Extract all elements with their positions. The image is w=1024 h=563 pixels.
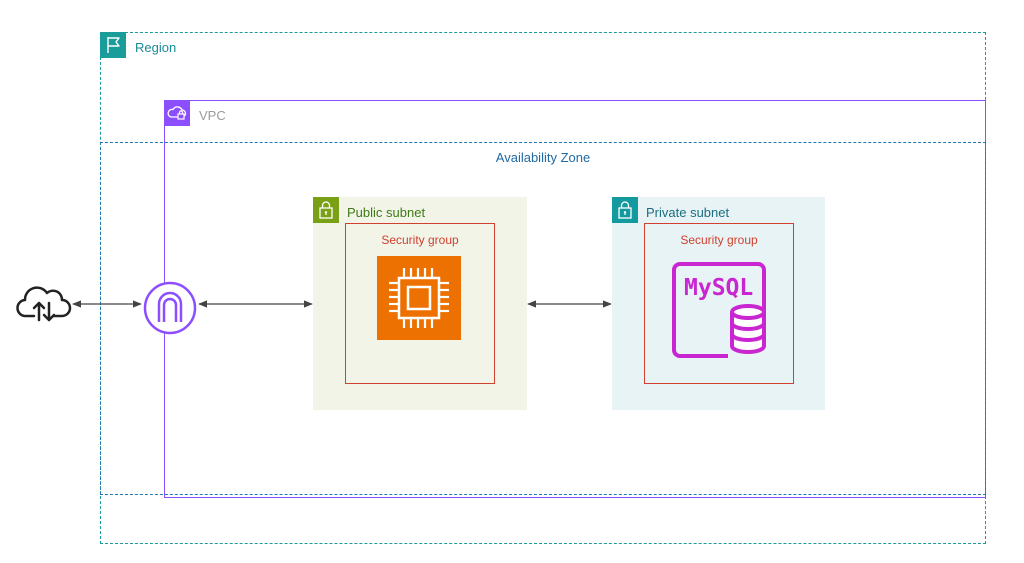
private-subnet	[612, 197, 825, 410]
availability-zone-label: Availability Zone	[495, 150, 591, 165]
cloud-upload-download-icon	[16, 282, 72, 326]
public-security-group	[345, 223, 495, 384]
flag-icon	[100, 32, 126, 58]
lock-icon	[313, 197, 339, 223]
mysql-database-icon: MySQL	[670, 260, 770, 360]
ec2-chip-icon	[377, 256, 461, 340]
public-subnet-label: Public subnet	[347, 205, 426, 220]
availability-zone-boundary	[100, 142, 986, 495]
private-security-group-label: Security group	[680, 233, 758, 247]
private-security-group	[644, 223, 794, 384]
internet-gateway-icon	[142, 280, 198, 336]
mysql-text: MySQL	[684, 275, 753, 301]
public-security-group-label: Security group	[381, 233, 459, 247]
vpc-label: VPC	[199, 108, 226, 123]
region-label: Region	[135, 40, 177, 55]
private-subnet-label: Private subnet	[646, 205, 730, 220]
lock-icon	[612, 197, 638, 223]
cloud-lock-icon	[164, 100, 190, 126]
